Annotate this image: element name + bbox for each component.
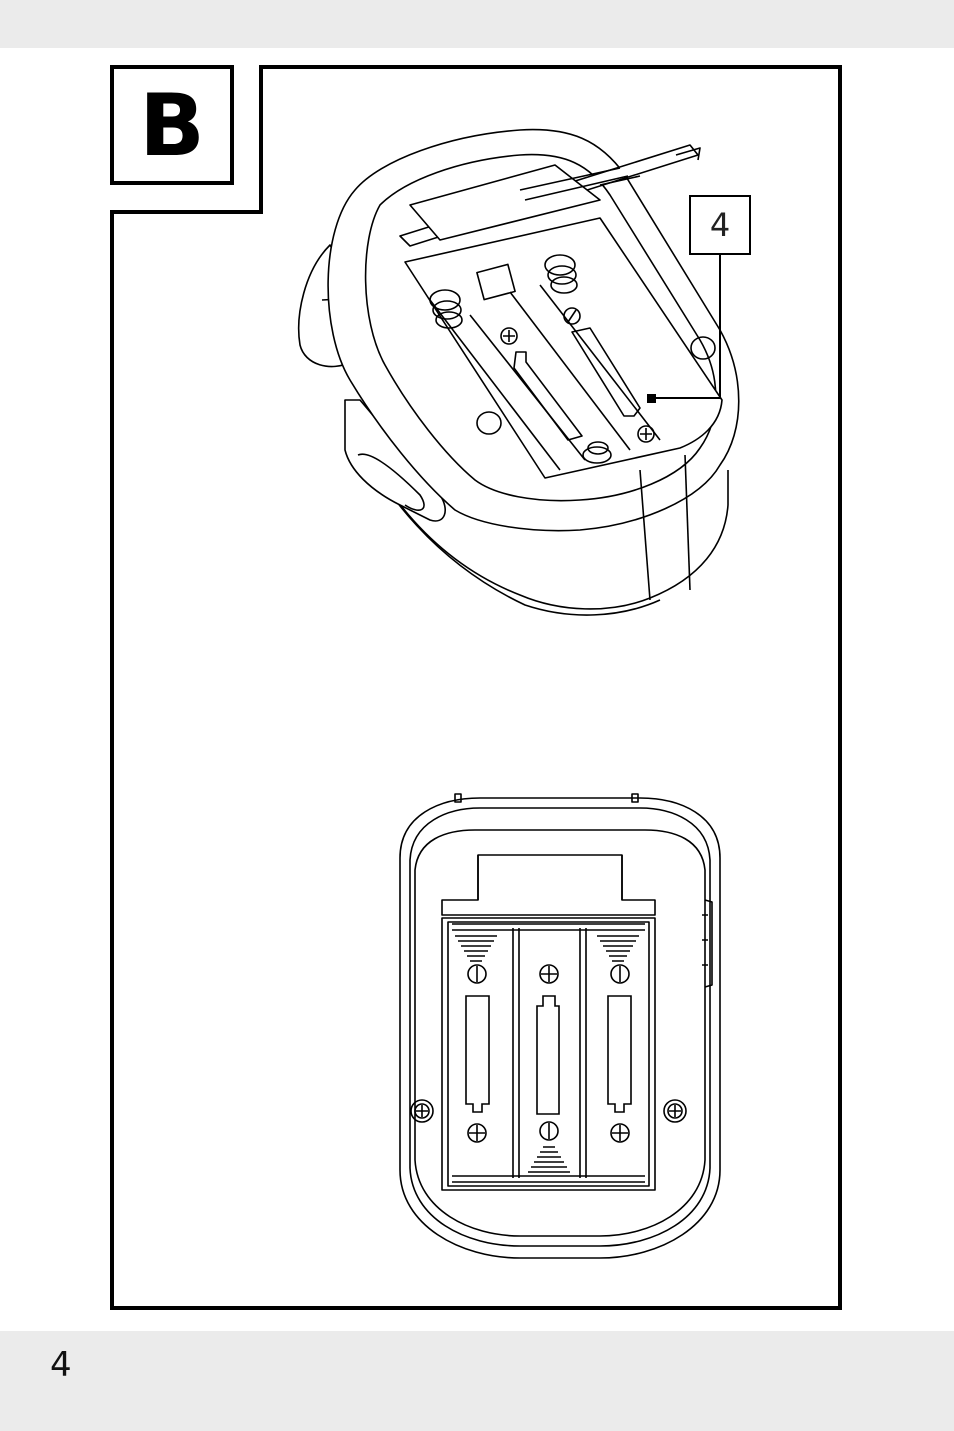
page-number: 4 <box>50 1343 72 1387</box>
battery-compartment-open-view <box>299 130 739 615</box>
callout-marker <box>647 394 656 403</box>
callout-label: 4 <box>690 196 750 254</box>
plus-terminal-icon <box>611 1124 629 1142</box>
page-footer-band <box>0 1331 954 1431</box>
battery-compartment-top-view <box>400 794 720 1258</box>
plus-terminal-icon <box>468 1124 486 1142</box>
screw-icon <box>664 1100 686 1122</box>
section-letter: B <box>112 68 232 184</box>
screw-icon <box>411 1100 433 1122</box>
plus-terminal-icon <box>540 965 558 983</box>
